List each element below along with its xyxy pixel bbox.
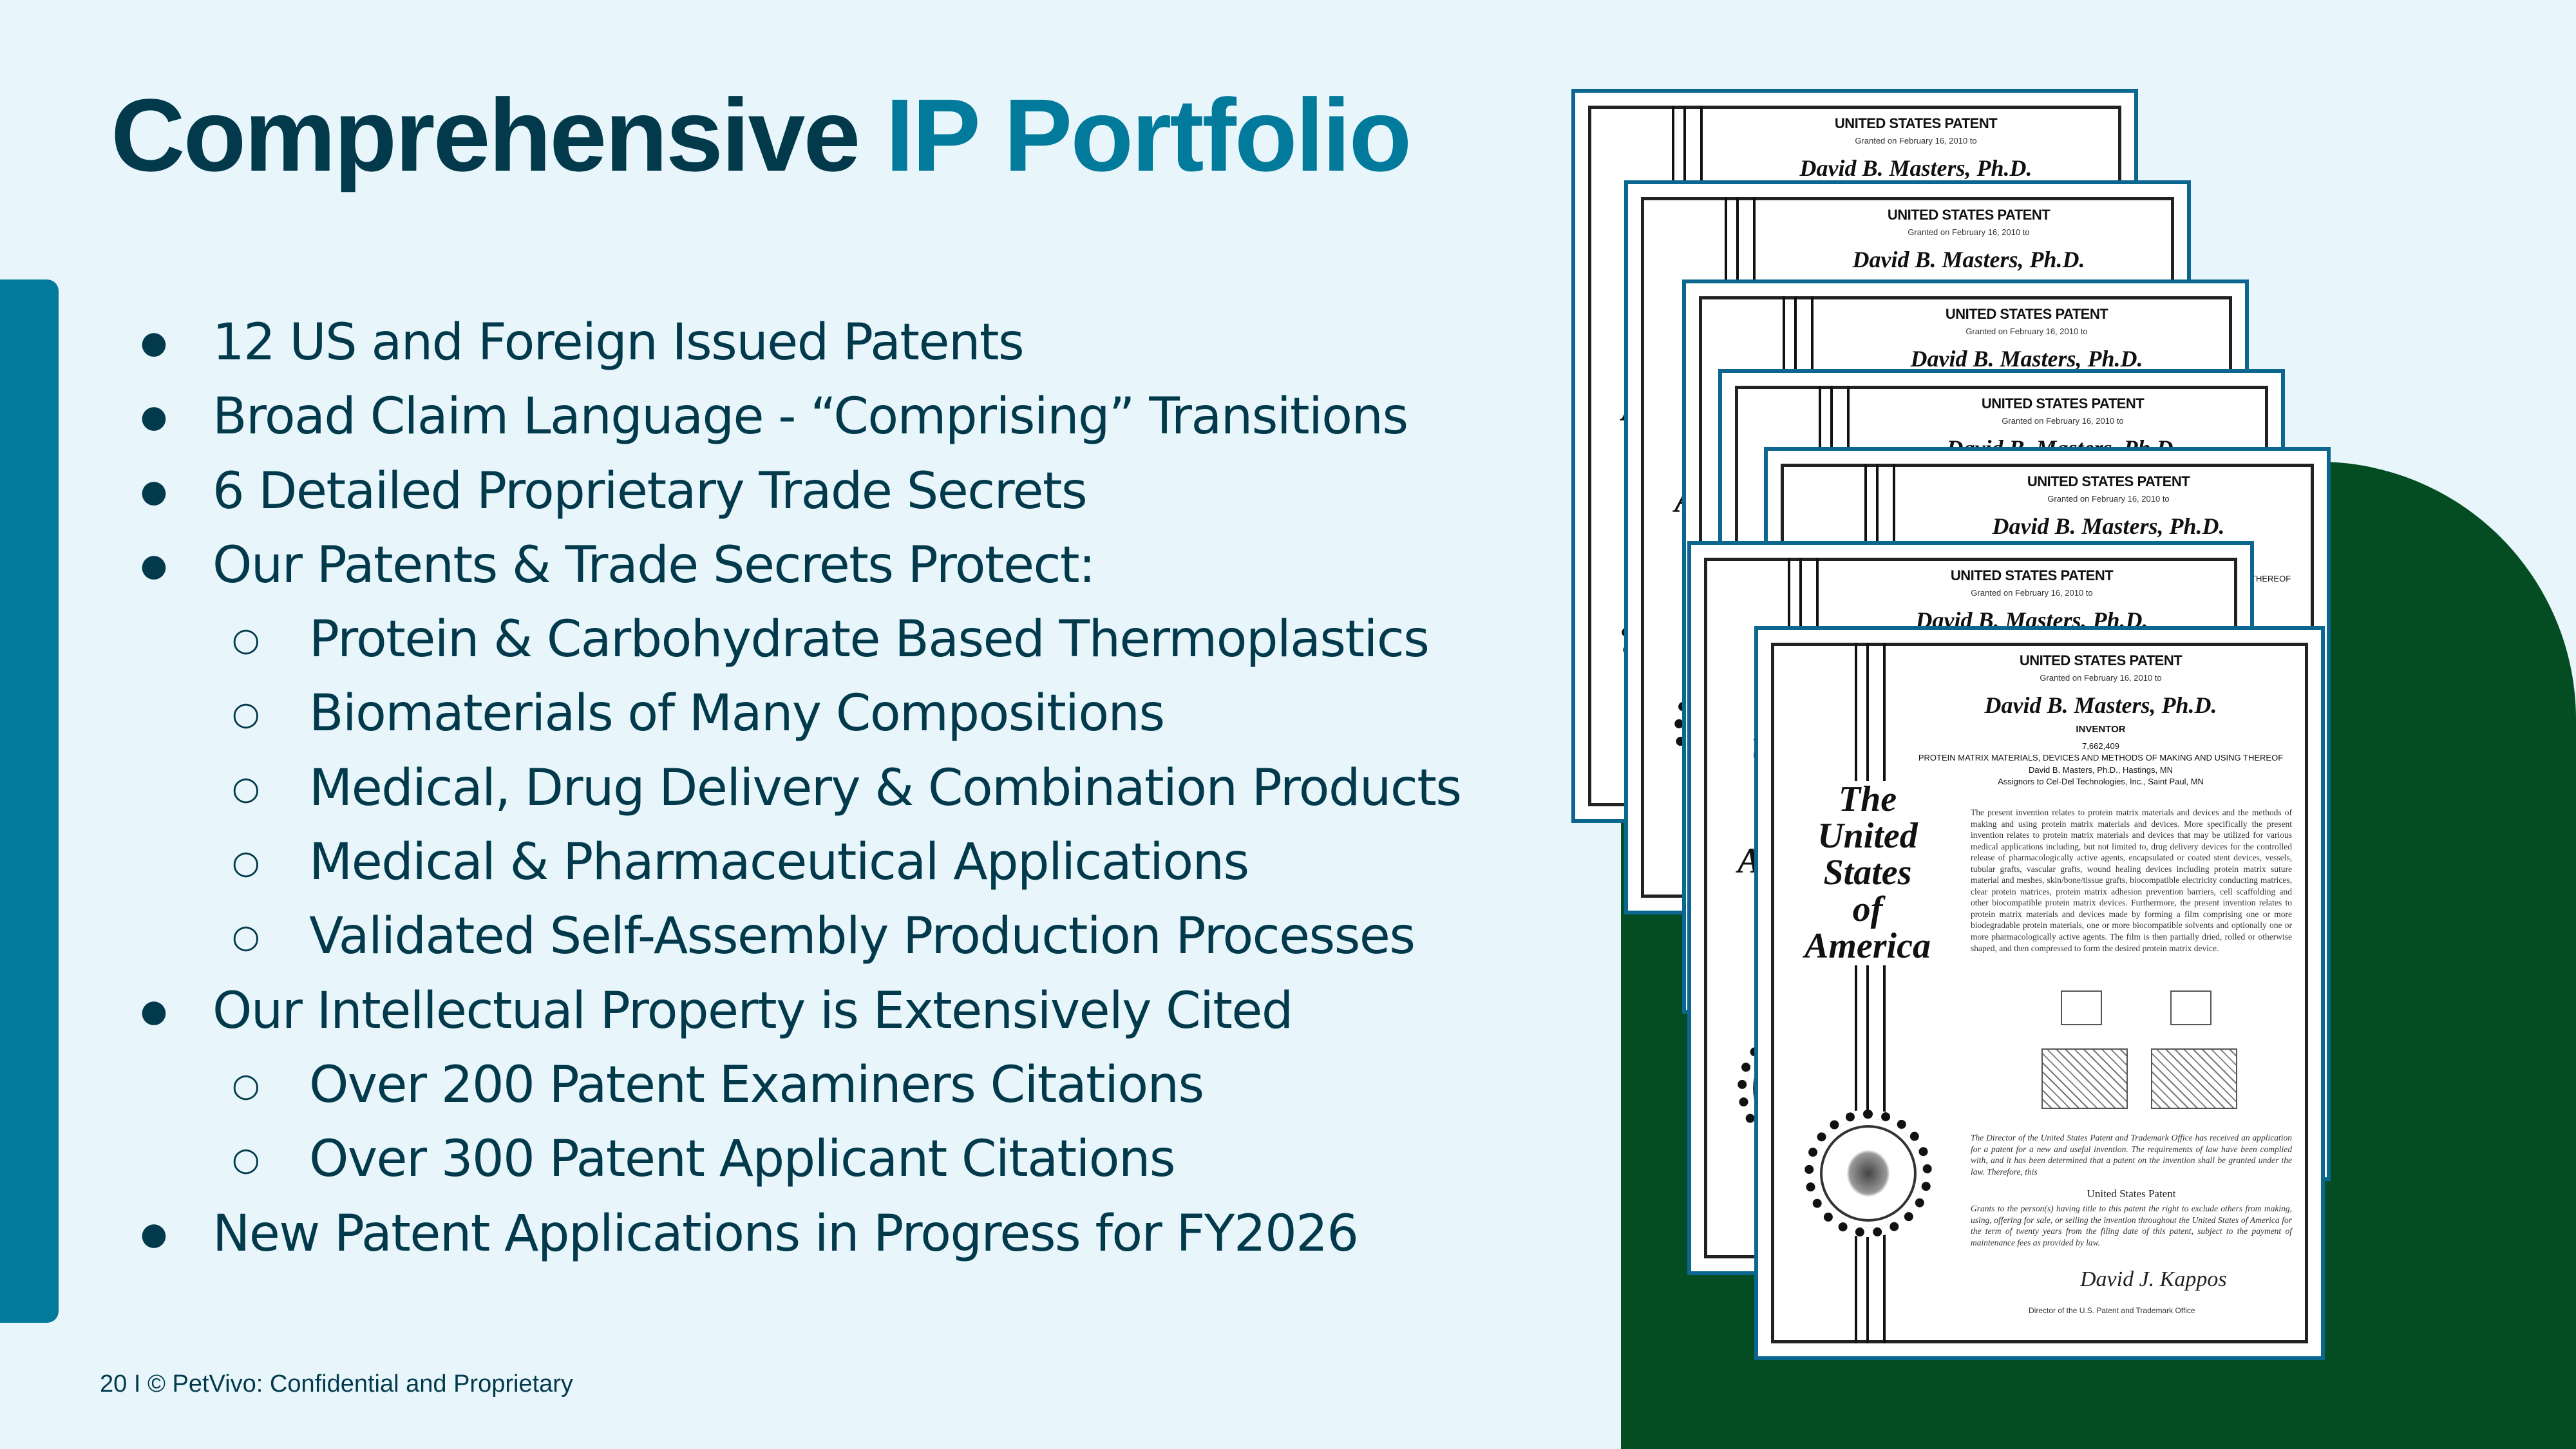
certificate-heading: UNITED STATES PATENT — [2019, 652, 2183, 668]
bullet-text: New Patent Applications in Progress for … — [213, 1204, 1359, 1263]
certificate-rails — [1855, 643, 1886, 1343]
bullet-circle-icon: ○ — [232, 769, 260, 807]
bullet-disc-icon: ● — [140, 992, 167, 1029]
certificate-heading: UNITED STATES PATENT — [1945, 306, 2108, 322]
bullet-circle-icon: ○ — [232, 918, 260, 956]
certificate-header: UNITED STATES PATENT Granted on February… — [1906, 652, 2295, 787]
bullet-text: Over 200 Patent Examiners Citations — [309, 1056, 1204, 1114]
certificate-inventor: David B. Masters, Ph.D. — [1910, 346, 2143, 372]
certificate-inventor-location: David B. Masters, Ph.D., Hastings, MN — [2029, 764, 2173, 775]
bullet-disc-icon: ● — [140, 473, 167, 509]
bullet-item: ● Our Intellectual Property is Extensivel… — [135, 974, 1461, 1048]
bullet-disc-icon: ● — [140, 1215, 167, 1252]
footer-text: 20 I © PetVivo: Confidential and Proprie… — [100, 1370, 573, 1397]
certificate-director-text: The Director of the United States Patent… — [1971, 1133, 2292, 1177]
certificate-granted: Granted on February 16, 2010 to — [1965, 327, 2088, 336]
certificate-granted: Granted on February 16, 2010 to — [1971, 588, 2093, 598]
certificate-heading: UNITED STATES PATENT — [1887, 207, 2050, 223]
patent-diagram-box — [2061, 990, 2102, 1025]
certificate-inventor: David B. Masters, Ph.D. — [1799, 155, 2032, 181]
sub-bullet-item: ○ Over 200 Patent Examiners Citations — [135, 1048, 1461, 1122]
certificate-inventor-label: INVENTOR — [2076, 724, 2126, 735]
bullet-circle-icon: ○ — [232, 1141, 260, 1179]
bullet-text: Over 300 Patent Applicant Citations — [309, 1130, 1176, 1189]
patent-diagram-box — [2170, 990, 2211, 1025]
certificate-abstract: The present invention relates to protein… — [1971, 808, 2292, 953]
certificate-heading: UNITED STATES PATENT — [1834, 115, 1998, 131]
bullet-disc-icon: ● — [140, 399, 167, 435]
certificate-granted: Granted on February 16, 2010 to — [2040, 673, 2162, 683]
page-title: Comprehensive IP Portfolio — [111, 84, 1412, 187]
certificate-patent-title: PROTEIN MATRIX MATERIALS, DEVICES AND ME… — [1918, 753, 2284, 763]
script-line: of — [1852, 889, 1883, 930]
patent-certificate: UNITED STATES PATENT Granted on February… — [1754, 626, 2325, 1360]
title-part-accent: IP Portfolio — [885, 77, 1412, 193]
bullet-disc-icon: ● — [140, 325, 167, 361]
certificate-inventor: David B. Masters, Ph.D. — [1992, 513, 2225, 539]
certificate-inventor: David B. Masters, Ph.D. — [1852, 247, 2085, 272]
bullet-disc-icon: ● — [140, 547, 167, 583]
certificate-patent-number: 7,662,409 — [2082, 741, 2119, 751]
bullet-circle-icon: ○ — [232, 1066, 260, 1104]
bullet-text: Medical & Pharmaceutical Applications — [309, 833, 1249, 892]
script-line: United — [1817, 816, 1918, 857]
bullet-circle-icon: ○ — [232, 621, 260, 659]
signature-caption: Director of the U.S. Patent and Trademar… — [2029, 1306, 2195, 1315]
certificate-inventor: David B. Masters, Ph.D. — [1984, 692, 2217, 718]
certificate-granted: Granted on February 16, 2010 to — [2047, 494, 2170, 504]
bullet-item: ● New Patent Applications in Progress for… — [135, 1197, 1461, 1271]
certificate-heading: UNITED STATES PATENT — [1981, 395, 2145, 412]
bullet-text: 6 Detailed Proprietary Trade Secrets — [213, 462, 1088, 520]
certificate-patent-label: United States Patent — [2087, 1188, 2176, 1200]
certificate-granted: Granted on February 16, 2010 to — [1908, 227, 2030, 237]
bullet-text: Biomaterials of Many Compositions — [309, 685, 1165, 743]
sub-bullet-item: ○ Medical & Pharmaceutical Applications — [135, 826, 1461, 900]
bullet-text: Our Patents & Trade Secrets Protect: — [213, 536, 1095, 594]
bullet-circle-icon: ○ — [232, 695, 260, 733]
certificate-granted: Granted on February 16, 2010 to — [2002, 416, 2124, 426]
bullet-text: Our Intellectual Property is Extensively… — [213, 981, 1293, 1040]
certificate-assignee: Assignors to Cel-Del Technologies, Inc.,… — [1998, 776, 2204, 786]
sub-bullet-item: ○ Protein & Carbohydrate Based Thermoplas… — [135, 603, 1461, 677]
patent-diagram-figure — [2151, 1048, 2237, 1109]
bullet-item: ● Our Patents & Trade Secrets Protect: — [135, 529, 1461, 603]
certificate-granted: Granted on February 16, 2010 to — [1855, 136, 1977, 146]
uspto-seal-icon — [1804, 1110, 1932, 1237]
bullet-text: Validated Self-Assembly Production Proce… — [309, 907, 1416, 966]
director-signature: David J. Kappos — [2080, 1267, 2227, 1291]
script-line: The — [1838, 779, 1897, 819]
sub-bullet-item: ○ Validated Self-Assembly Production Proc… — [135, 900, 1461, 974]
bullet-circle-icon: ○ — [232, 844, 260, 882]
sub-bullet-item: ○ Medical, Drug Delivery & Combination Pr… — [135, 752, 1462, 826]
bullet-text: Medical, Drug Delivery & Combination Pro… — [309, 759, 1462, 817]
bullet-item: ● Broad Claim Language - “Comprising” Tra… — [135, 380, 1461, 454]
script-line: America — [1804, 926, 1931, 967]
title-part-primary: Comprehensive — [111, 77, 860, 193]
bullet-item: ● 6 Detailed Proprietary Trade Secrets — [135, 455, 1461, 529]
script-line: States — [1823, 853, 1912, 893]
certificate-frame — [1771, 643, 2308, 1343]
certificate-grant-text: Grants to the person(s) having title to … — [1971, 1204, 2292, 1247]
bullet-text: Protein & Carbohydrate Based Thermoplast… — [309, 611, 1430, 669]
sub-bullet-item: ○ Over 300 Patent Applicant Citations — [135, 1122, 1461, 1197]
certificate-heading: UNITED STATES PATENT — [2027, 473, 2190, 489]
bullet-text: Broad Claim Language - “Comprising” Tran… — [213, 388, 1408, 446]
bullet-text: 12 US and Foreign Issued Patents — [213, 314, 1025, 372]
certificate-heading: UNITED STATES PATENT — [1950, 567, 2114, 583]
patent-diagram-figure — [2041, 1048, 2128, 1109]
bullet-item: ● 12 US and Foreign Issued Patents — [135, 306, 1461, 380]
bullet-list: ● 12 US and Foreign Issued Patents ● Broad … — [135, 306, 1462, 1271]
accent-bar — [0, 279, 59, 1323]
sub-bullet-item: ○ Biomaterials of Many Compositions — [135, 677, 1461, 751]
